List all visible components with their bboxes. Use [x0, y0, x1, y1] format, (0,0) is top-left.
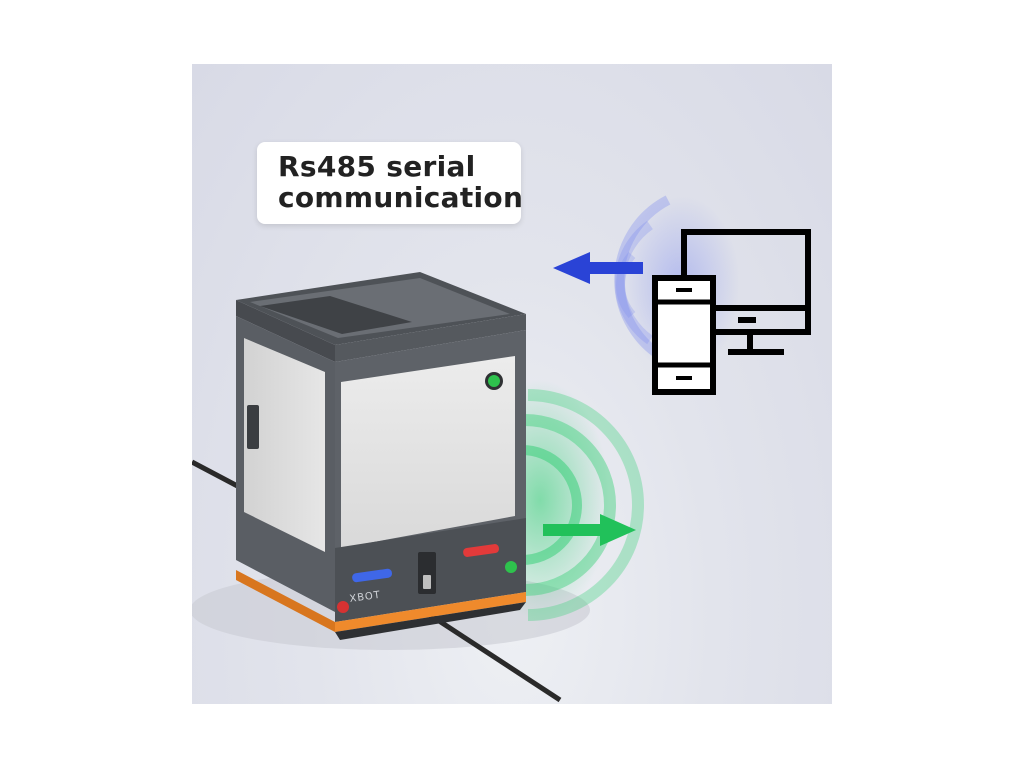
blue-indicator	[352, 568, 392, 583]
side-handle	[247, 405, 259, 449]
status-light-green	[488, 375, 500, 387]
caption-line-2: communication	[278, 181, 524, 214]
smartphone-icon	[652, 275, 716, 395]
left-arrow-icon	[553, 252, 643, 284]
emergency-panel	[418, 552, 436, 594]
caption-line-1: Rs485 serial	[278, 150, 476, 183]
red-button	[337, 601, 349, 613]
brand-label: XBOT	[349, 590, 382, 605]
right-arrow-icon	[543, 514, 636, 546]
xbot-robot: XBOT	[236, 272, 526, 640]
caption-box: Rs485 serial communication	[257, 142, 524, 224]
orange-bumper	[335, 592, 526, 632]
green-button	[505, 561, 517, 573]
red-indicator	[463, 544, 500, 557]
